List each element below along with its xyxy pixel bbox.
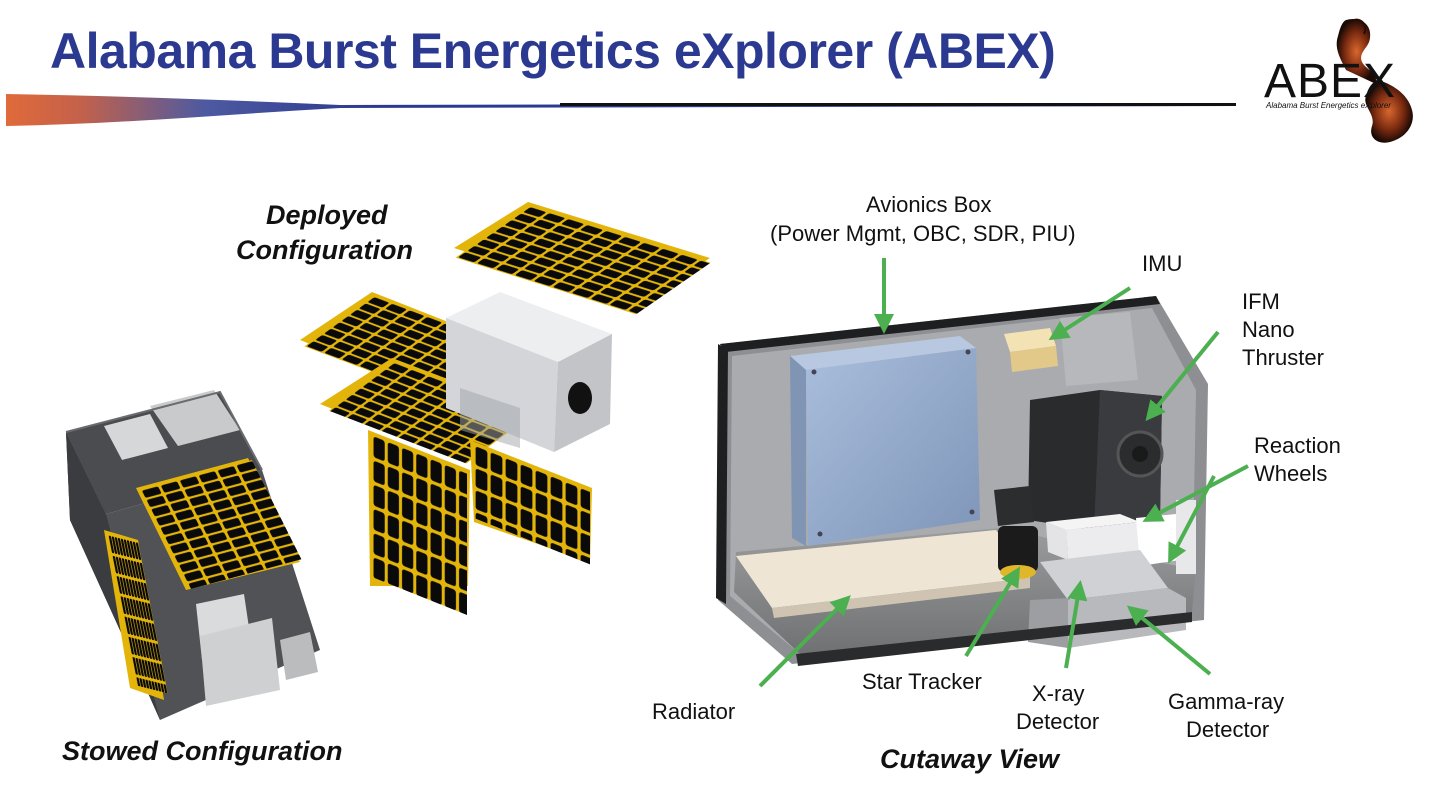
abex-logo-icon bbox=[1336, 18, 1413, 143]
arrow-icon bbox=[964, 566, 1021, 658]
label-gamma-line2: Detector bbox=[1186, 717, 1270, 742]
arrow-icon bbox=[758, 595, 851, 688]
logo-wordmark: ABEX bbox=[1264, 55, 1397, 108]
label-reaction-line1: Reaction bbox=[1254, 433, 1341, 458]
deployed-satellite bbox=[300, 202, 711, 616]
solar-panel-icon bbox=[454, 202, 711, 315]
label-xray-line1: X-ray bbox=[1032, 681, 1085, 706]
label-gamma-line1: Gamma-ray bbox=[1168, 689, 1285, 714]
arrow-icon bbox=[1145, 330, 1220, 422]
stowed-caption: Stowed Configuration bbox=[62, 736, 343, 766]
arrow-icon bbox=[1064, 580, 1088, 669]
title-underline-swoosh bbox=[6, 94, 1236, 126]
arrow-icon bbox=[1048, 286, 1132, 341]
label-reaction-line2: Wheels bbox=[1254, 461, 1328, 486]
label-avionics-line1: Avionics Box bbox=[866, 192, 992, 217]
cutaway-satellite bbox=[716, 296, 1208, 666]
deployed-caption-line1: Deployed bbox=[266, 200, 388, 230]
logo-subtitle: Alabama Burst Energetics eXplorer bbox=[1266, 101, 1391, 110]
arrow-icon bbox=[1142, 464, 1249, 522]
page-title: Alabama Burst Energetics eXplorer (ABEX) bbox=[50, 23, 1056, 79]
label-ifm-line3: Thruster bbox=[1242, 345, 1324, 370]
arrow-icon bbox=[1126, 605, 1212, 676]
label-radiator: Radiator bbox=[652, 699, 736, 724]
label-xray-line2: Detector bbox=[1016, 709, 1100, 734]
stowed-satellite bbox=[65, 390, 320, 720]
label-star-tracker: Star Tracker bbox=[862, 669, 982, 694]
label-ifm-line2: Nano bbox=[1242, 317, 1295, 342]
label-avionics-line2: (Power Mgmt, OBC, SDR, PIU) bbox=[770, 221, 1076, 246]
deployed-caption-line2: Configuration bbox=[236, 235, 413, 265]
callout-arrows bbox=[758, 258, 1249, 688]
label-imu: IMU bbox=[1142, 251, 1183, 276]
arrow-icon bbox=[1168, 475, 1216, 564]
label-ifm-line1: IFM bbox=[1242, 289, 1280, 314]
cutaway-caption: Cutaway View bbox=[880, 744, 1060, 774]
